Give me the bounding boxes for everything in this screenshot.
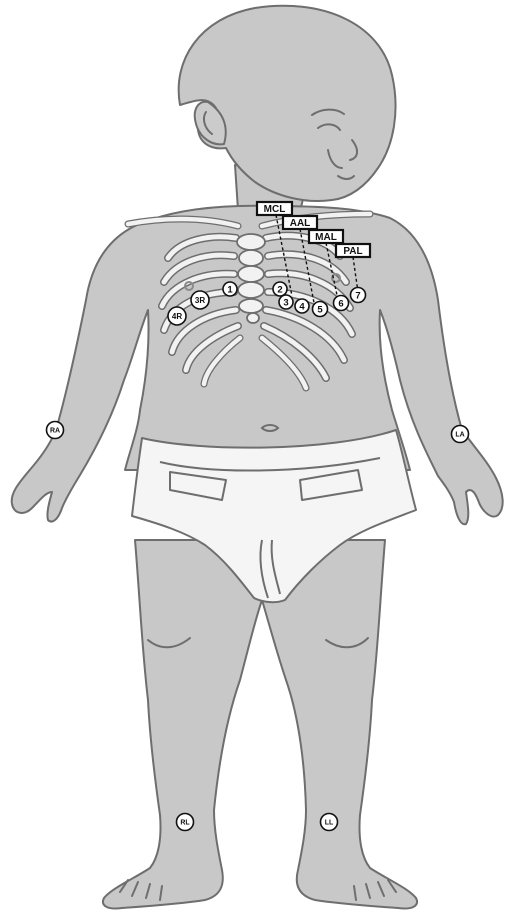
sternum	[237, 234, 265, 323]
chest-electrode-v2-label: 2	[277, 284, 282, 295]
chest-electrode-v4: 4	[295, 299, 309, 313]
reference-line-aal-label: AAL	[290, 218, 311, 229]
chest-electrode-v3: 3	[279, 295, 293, 309]
chest-electrode-v3r-label: 3R	[195, 296, 205, 305]
chest-electrode-v7-label: 7	[355, 290, 360, 301]
chest-electrode-v1-label: 1	[227, 284, 233, 295]
chest-electrode-v4r-label: 4R	[172, 312, 182, 321]
chest-electrode-v4r: 4R	[168, 307, 186, 325]
reference-line-pal-label: PAL	[343, 246, 362, 257]
chest-electrode-v5-label: 5	[317, 304, 323, 315]
limb-electrode-rl: RL	[177, 814, 194, 831]
limb-electrode-ra: RA	[47, 422, 64, 439]
limb-electrode-ra-label: RA	[50, 428, 60, 435]
limb-electrode-ll: LL	[321, 814, 338, 831]
chest-electrode-v6: 6	[334, 296, 349, 311]
chest-electrode-v7: 7	[351, 288, 366, 303]
chest-electrode-v3r: 3R	[191, 291, 209, 309]
chest-electrode-v5: 5	[313, 302, 328, 317]
reference-line-mcl-label: MCL	[264, 204, 286, 215]
chest-electrode-v1: 1	[223, 282, 237, 296]
limb-electrode-ll-label: LL	[325, 820, 334, 827]
reference-line-mal-label: MAL	[315, 232, 337, 243]
chest-electrode-v4-label: 4	[299, 301, 305, 312]
limb-electrode-la: LA	[452, 426, 469, 443]
limb-electrode-la-label: LA	[455, 432, 464, 439]
limb-electrode-rl-label: RL	[180, 820, 190, 827]
chest-electrode-v2: 2	[273, 282, 287, 296]
chest-electrode-v6-label: 6	[338, 298, 343, 309]
chest-electrode-v3-label: 3	[283, 297, 288, 308]
